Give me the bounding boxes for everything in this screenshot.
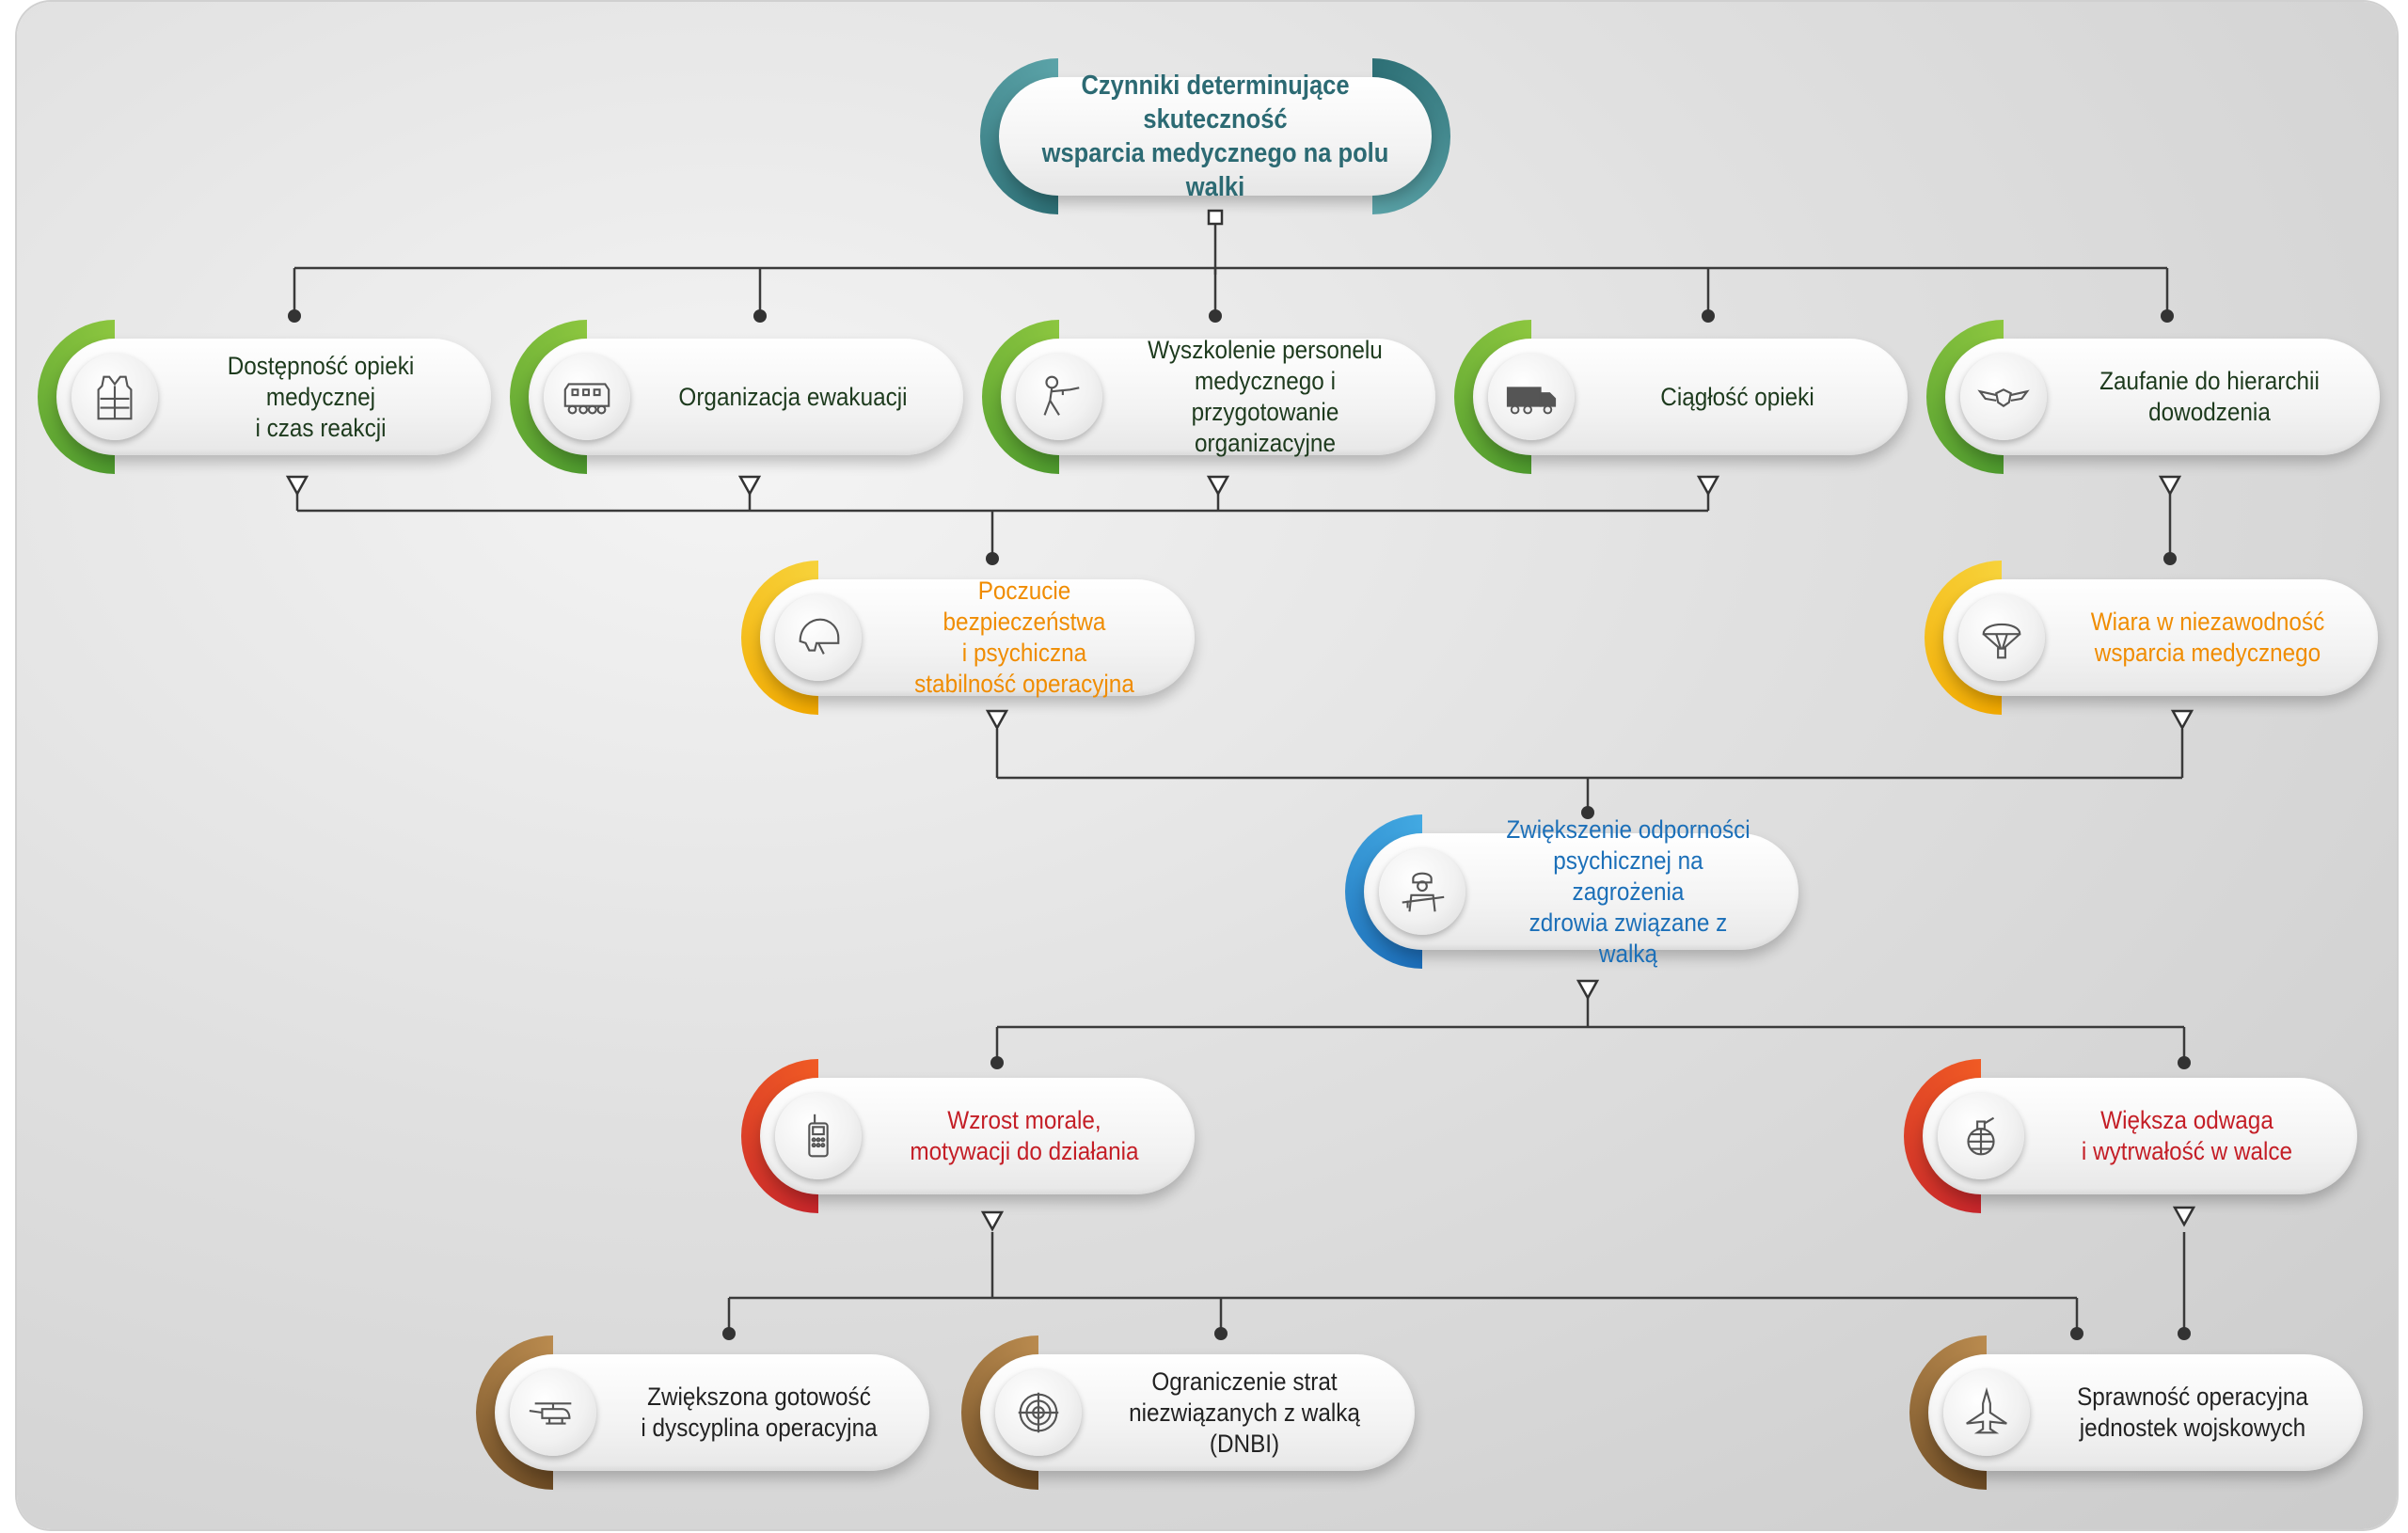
node-zwiekszenie-odpornosci: Zwiększenie odporności psychicznej na za… <box>1345 814 1798 969</box>
fighter-jet-icon <box>1943 1369 2030 1456</box>
node-label: Wiara w niezawodność wsparcia medycznego <box>2090 608 2325 667</box>
vest-icon <box>71 354 158 440</box>
node-wiara-w-niezawodnosc: Wiara w niezawodność wsparcia medycznego <box>1925 561 2378 715</box>
root-pill <box>999 77 1432 196</box>
node-label: Organizacja ewakuacji <box>678 382 908 411</box>
node-label: Dostępność opieki medycznej i czas reakc… <box>227 351 415 442</box>
soldier-with-rifle-icon <box>1379 848 1465 935</box>
node-label: Poczucie bezpieczeństwa i psychiczna sta… <box>914 577 1134 698</box>
node-ciaglosc-opieki: Ciągłość opieki <box>1454 320 1908 474</box>
root-title: Czynniki determinujące skuteczność wspar… <box>1041 71 1389 202</box>
node-label: Ciągłość opieki <box>1660 382 1814 411</box>
node-label: Zwiększona gotowość i dyscyplina operacy… <box>641 1383 878 1442</box>
military-truck-icon <box>1488 354 1575 440</box>
node-label: Wzrost morale, motywacji do działania <box>910 1106 1139 1165</box>
radar-icon <box>995 1369 1082 1456</box>
node-zwiekszona-gotowosc: Zwiększona gotowość i dyscyplina operacy… <box>476 1335 929 1490</box>
helicopter-icon <box>510 1369 596 1456</box>
grenade-icon <box>1938 1093 2024 1179</box>
node-label: Zwiększenie odporności psychicznej na za… <box>1506 814 1751 968</box>
node-label: Większa odwaga i wytrwałość w walce <box>2081 1106 2293 1165</box>
wings-badge-icon <box>1960 354 2047 440</box>
helmet-icon <box>775 594 862 681</box>
root-node: Czynniki determinujące skuteczność wspar… <box>980 58 1450 214</box>
armored-vehicle-icon <box>544 354 630 440</box>
node-wyszkolenie-personelu: Wyszkolenie personelu medycznego i przyg… <box>982 320 1435 474</box>
radio-icon <box>775 1093 862 1179</box>
node-zaufanie-hierarchii: Zaufanie do hierarchii dowodzenia <box>1926 320 2380 474</box>
node-wieksza-odwaga: Większa odwaga i wytrwałość w walce <box>1904 1059 2357 1213</box>
soldier-aiming-icon <box>1016 354 1102 440</box>
parachute-icon <box>1958 594 2045 681</box>
node-organizacja-ewakuacji: Organizacja ewakuacji <box>510 320 963 474</box>
diagram-canvas <box>17 2 2397 1529</box>
node-dostepnosc-opieki: Dostępność opieki medycznej i czas reakc… <box>38 320 491 474</box>
node-label: Wyszkolenie personelu medycznego i przyg… <box>1148 336 1383 457</box>
node-label: Sprawność operacyjna jednostek wojskowyc… <box>2077 1383 2308 1442</box>
node-label: Ograniczenie strat niezwiązanych z walką… <box>1129 1367 1360 1458</box>
node-label: Zaufanie do hierarchii dowodzenia <box>2099 367 2320 426</box>
node-ograniczenie-strat: Ograniczenie strat niezwiązanych z walką… <box>961 1335 1415 1490</box>
node-wzrost-morale: Wzrost morale, motywacji do działania <box>741 1059 1195 1213</box>
node-poczucie-bezpieczenstwa: Poczucie bezpieczeństwa i psychiczna sta… <box>741 561 1195 715</box>
node-sprawnosc-operacyjna: Sprawność operacyjna jednostek wojskowyc… <box>1909 1335 2363 1490</box>
